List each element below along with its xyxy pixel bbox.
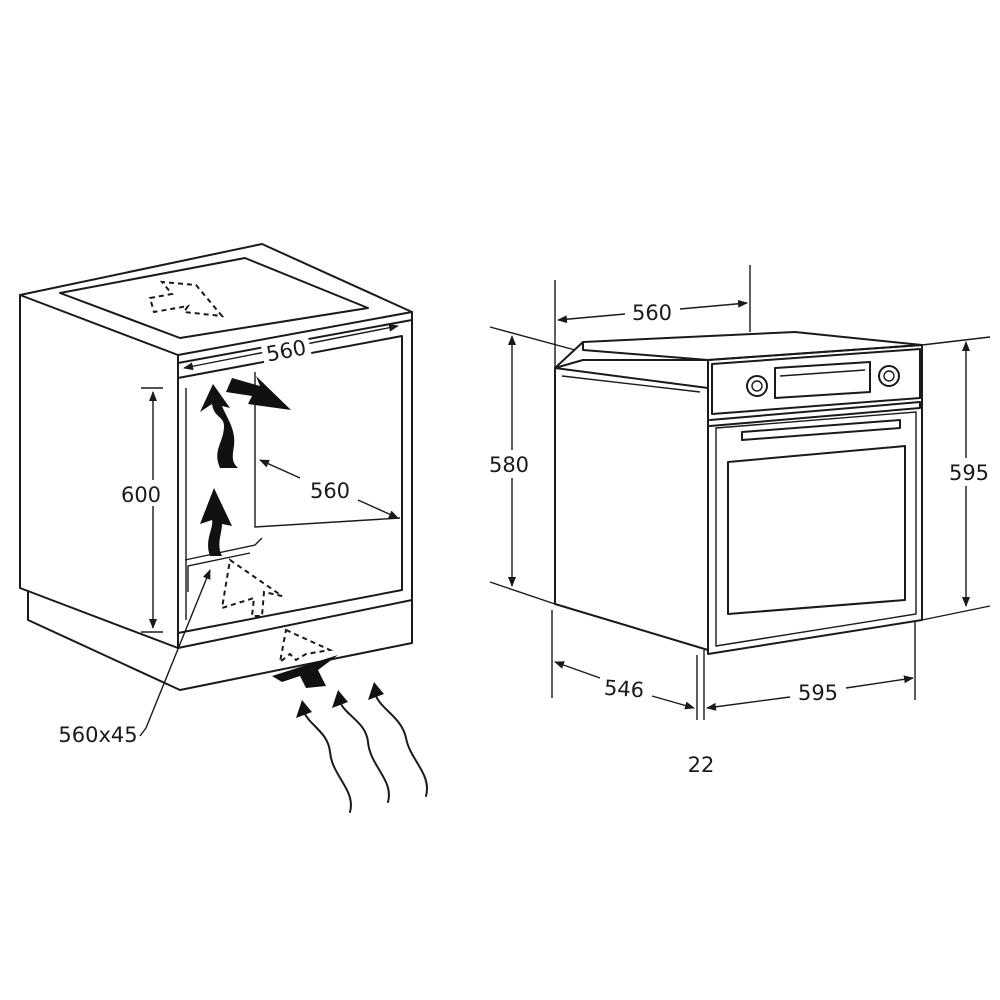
updraft-arrow-upper-icon <box>200 384 238 468</box>
intake-wave-2-icon <box>339 701 390 803</box>
ext-line-body-bottom <box>489 581 556 605</box>
dim-label-bg <box>120 480 162 506</box>
oven-door-window <box>727 445 906 615</box>
dim-line-niche-width-a <box>557 313 626 324</box>
hob-cutout <box>59 257 369 339</box>
ext-line-body-top <box>489 326 576 351</box>
oven-top-rear <box>582 341 709 361</box>
dim-line-depth-b <box>357 499 399 519</box>
intake-wave-3-icon <box>375 695 429 797</box>
dim-label-bg <box>944 458 994 486</box>
oven-door-handle <box>741 419 901 441</box>
dim-oven-niche-width: 560 <box>632 301 672 325</box>
dim-line-depth-b <box>651 695 695 710</box>
dim-cabinet-height: 600 <box>121 483 161 507</box>
dim-cabinet-top-width: 560 <box>264 335 308 366</box>
oven-display <box>774 361 871 399</box>
leader-vent-opening-tail <box>139 727 147 737</box>
dashed-arrow-niche-icon <box>220 558 283 617</box>
exhaust-arrow-icon <box>226 376 291 410</box>
intake-arrow-icon <box>272 655 338 688</box>
cabinet-plinth <box>27 590 413 691</box>
intake-wave-3-head-icon <box>368 682 384 700</box>
dim-oven-front-thickness: 22 <box>688 753 715 777</box>
niche-back-wall <box>254 372 401 528</box>
leader-vent-opening <box>145 569 211 729</box>
dim-cabinet-depth: 560 <box>310 479 350 503</box>
dim-oven-front-width: 595 <box>798 681 838 705</box>
oven-dimensions: 560 580 595 546 595 22 <box>484 265 994 777</box>
intake-wave-2-head-icon <box>332 690 348 708</box>
dim-vent-opening: 560x45 <box>58 723 137 747</box>
niche-floor-line-2 <box>187 552 251 592</box>
dim-oven-body-depth: 546 <box>603 676 645 703</box>
intake-wave-1-icon <box>303 711 352 813</box>
dim-label-bg <box>260 333 312 365</box>
oven-side <box>554 367 709 651</box>
oven-control-panel <box>711 348 921 415</box>
oven-door-inner <box>715 411 917 647</box>
dim-line-front-width-a <box>706 696 791 711</box>
dim-line-depth-a <box>259 459 301 479</box>
right-knob-icon <box>878 365 900 387</box>
ext-line-front-top <box>921 336 991 346</box>
right-knob-inner-icon <box>883 370 895 382</box>
dim-label-bg <box>484 450 534 478</box>
dim-oven-front-height: 595 <box>949 461 989 485</box>
display-line <box>779 369 866 377</box>
dashed-arrow-top-icon <box>148 280 225 318</box>
left-knob-icon <box>746 375 768 397</box>
oven-side-inner <box>561 375 701 393</box>
niche-floor-line <box>184 537 263 561</box>
cabinet-right-edge <box>177 311 413 649</box>
dim-line-front-width-b <box>845 675 914 689</box>
dim-line-niche-width-b <box>679 299 748 310</box>
ext-line-front-bottom <box>921 605 991 621</box>
left-knob-inner-icon <box>751 380 763 392</box>
cabinet-side-panel <box>19 294 179 649</box>
intake-wave-1-head-icon <box>296 700 312 718</box>
dashed-arrow-plinth-icon <box>278 628 334 665</box>
oven-door-top-edge <box>709 401 921 427</box>
dim-line-depth-a <box>554 661 601 679</box>
updraft-arrow-lower-icon <box>200 488 232 556</box>
niche-opening <box>177 335 403 634</box>
oven-drawing <box>554 331 923 655</box>
airflow-arrows-cabinet <box>148 280 429 813</box>
dim-oven-body-height: 580 <box>489 453 529 477</box>
